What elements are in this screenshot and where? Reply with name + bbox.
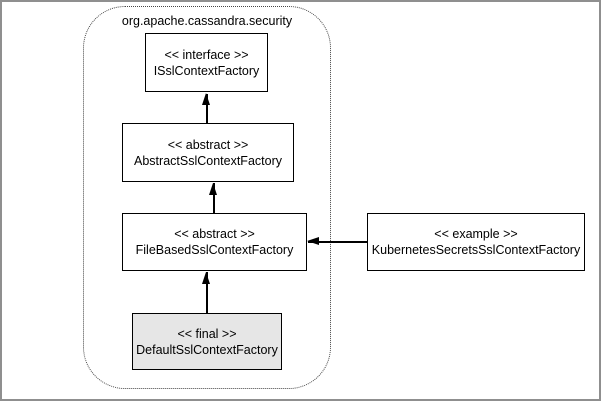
class-node-isslcontextfactory: << interface >> ISslContextFactory: [145, 33, 268, 92]
class-name-label: AbstractSslContextFactory: [134, 153, 282, 168]
edge-abstract-to-interface: [206, 94, 208, 123]
arrowhead-left-icon: [307, 237, 319, 245]
arrowhead-up-icon: [209, 183, 217, 195]
arrowhead-up-icon: [202, 272, 210, 284]
stereotype-label: << interface >>: [164, 47, 249, 62]
stereotype-label: << final >>: [177, 326, 237, 341]
stereotype-label: << abstract >>: [167, 137, 249, 152]
class-node-kubernetessecretssslcontextfactory: << example >> KubernetesSecretsSslContex…: [367, 213, 585, 271]
class-node-filebasedsslcontextfactory: << abstract >> FileBasedSslContextFactor…: [122, 213, 307, 271]
edge-kubernetes-to-filebased: [308, 241, 367, 243]
class-name-label: DefaultSslContextFactory: [136, 342, 278, 357]
package-boundary: [83, 6, 331, 389]
edge-filebased-to-abstract: [213, 183, 215, 213]
class-name-label: FileBasedSslContextFactory: [135, 243, 294, 257]
class-name-label: KubernetesSecretsSslContextFactory: [371, 243, 581, 257]
class-node-abstractsslcontextfactory: << abstract >> AbstractSslContextFactory: [122, 123, 294, 182]
arrowhead-up-icon: [202, 93, 210, 105]
edge-default-to-filebased: [206, 272, 208, 313]
class-name-label: ISslContextFactory: [153, 63, 260, 78]
stereotype-label: << abstract >>: [174, 227, 255, 241]
class-node-defaultsslcontextfactory: << final >> DefaultSslContextFactory: [132, 313, 282, 370]
package-label: org.apache.cassandra.security: [121, 14, 293, 28]
stereotype-label: << example >>: [434, 227, 518, 241]
